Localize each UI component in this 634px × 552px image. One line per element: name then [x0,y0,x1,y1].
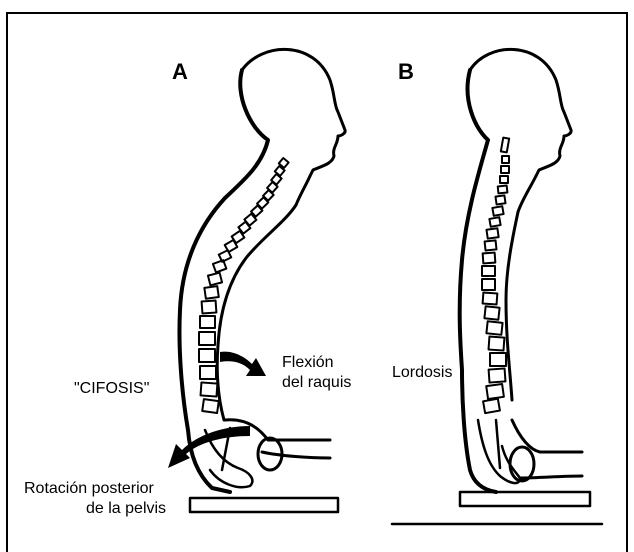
figure-b-vertebra [500,176,508,183]
figure-b-knee [510,447,534,481]
figure-b-vertebra [492,206,503,216]
figure-a-vertebra [208,273,222,286]
figure-b-vertebra [501,138,509,153]
flexion-label-line1: Flexión [282,354,334,372]
figure-b-vertebra [495,195,505,204]
figure-a-vertebra [202,301,217,314]
figure-a-vertebra [200,366,216,379]
figure-b-vertebra [489,337,505,351]
figure-b-neck-front [518,176,536,212]
figure-a-neck-front [296,176,310,205]
figure-b-vertebra [490,353,506,366]
rotacion-label-line1: Rotación posterior [24,480,154,498]
figure-a-head-outline [242,49,345,176]
figure-b-thigh [512,420,582,478]
figure-b [392,49,602,524]
cifosis-label: "CIFOSIS" [74,380,149,398]
figure-b-vertebra [484,306,499,319]
figure-a-vertebra [213,260,226,272]
figure-b-vertebra [482,279,495,290]
figure-a-vertebra [202,399,219,413]
panel-label-b: B [398,60,414,84]
figure-a-vertebra [219,250,231,262]
figure-b-vertebra [483,253,496,264]
figure-b-vertebra [483,293,498,305]
figure-b-vertebra [502,156,509,163]
flexion-label-line2: del raquis [282,374,351,392]
figure-b-spine [482,138,509,414]
figure-b-front-outline [506,212,518,400]
figure-a-vertebra [204,286,218,299]
rotation-arrow-icon [168,426,250,468]
panel-label-a: A [172,60,188,84]
figure-b-vertebra [501,166,509,173]
figure-b-vertebra [483,399,500,413]
figure-b-vertebra [486,384,504,399]
figure-b-seat [460,492,590,506]
figure-b-vertebra [486,228,498,238]
figure-b-vertebra [486,321,502,335]
figure-a-vertebra [200,316,215,328]
figure-b-vertebra [498,185,508,193]
lordosis-label: Lordosis [392,364,452,382]
figure-b-back-outline [460,70,496,492]
figure-a-thigh [225,420,330,458]
figure-b-vertebra [482,266,495,276]
figure-a-vertebra [201,382,218,396]
figure-a-seat [190,498,338,512]
figure-b-vertebra [489,217,500,227]
figure-b-vertebra [485,240,497,250]
rotacion-label-line2: de la pelvis [86,500,166,518]
figure-b-vertebra [489,368,506,382]
figure-a-vertebra [199,332,215,345]
flexion-arrow-icon [220,352,266,376]
figure-a-vertebra [199,349,215,362]
figure-a-spine [199,158,289,413]
